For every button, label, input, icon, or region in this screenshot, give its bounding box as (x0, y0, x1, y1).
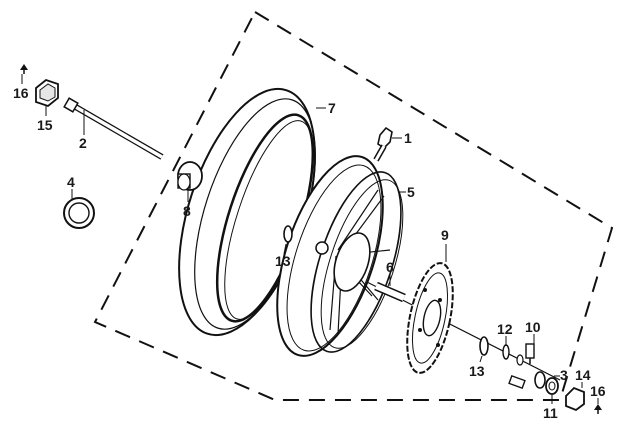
bearing-left (283, 225, 293, 243)
callout-13-right: 13 (469, 363, 485, 379)
leader-lines (21, 74, 599, 404)
washer (502, 344, 524, 366)
bearing-right (479, 336, 489, 356)
callout-10: 10 (525, 319, 541, 335)
callout-15: 15 (37, 117, 53, 133)
spacer-collar (177, 161, 203, 191)
cotter-pin-bottom (594, 404, 602, 414)
distance-collar (374, 281, 406, 303)
callout-14: 14 (575, 367, 591, 383)
brake-disc (406, 262, 454, 374)
oil-seal (63, 197, 95, 229)
axle-nut (35, 78, 59, 108)
callout-2: 2 (79, 135, 87, 151)
callout-3: 3 (560, 367, 568, 383)
disc-bolts (508, 343, 535, 390)
callout-12: 12 (497, 321, 513, 337)
side-collar (534, 371, 546, 389)
castle-nut (545, 377, 559, 395)
callout-9: 9 (441, 227, 449, 243)
callout-11: 11 (543, 405, 558, 421)
callout-7: 7 (328, 100, 336, 116)
callout-5: 5 (407, 184, 415, 200)
callout-6: 6 (386, 259, 394, 275)
callout-16-top: 16 (13, 85, 29, 101)
callout-8: 8 (183, 203, 191, 219)
cap-nut (565, 386, 585, 412)
callout-16-bottom: 16 (590, 383, 606, 399)
callout-4: 4 (67, 174, 75, 190)
callout-1: 1 (404, 130, 412, 146)
wheel-rim (276, 155, 404, 357)
assembly-boundary (93, 10, 614, 401)
callout-13-left: 13 (275, 253, 291, 269)
axle-shaft (63, 97, 164, 160)
cotter-pin-top (20, 64, 28, 74)
valve-stem (373, 126, 393, 162)
